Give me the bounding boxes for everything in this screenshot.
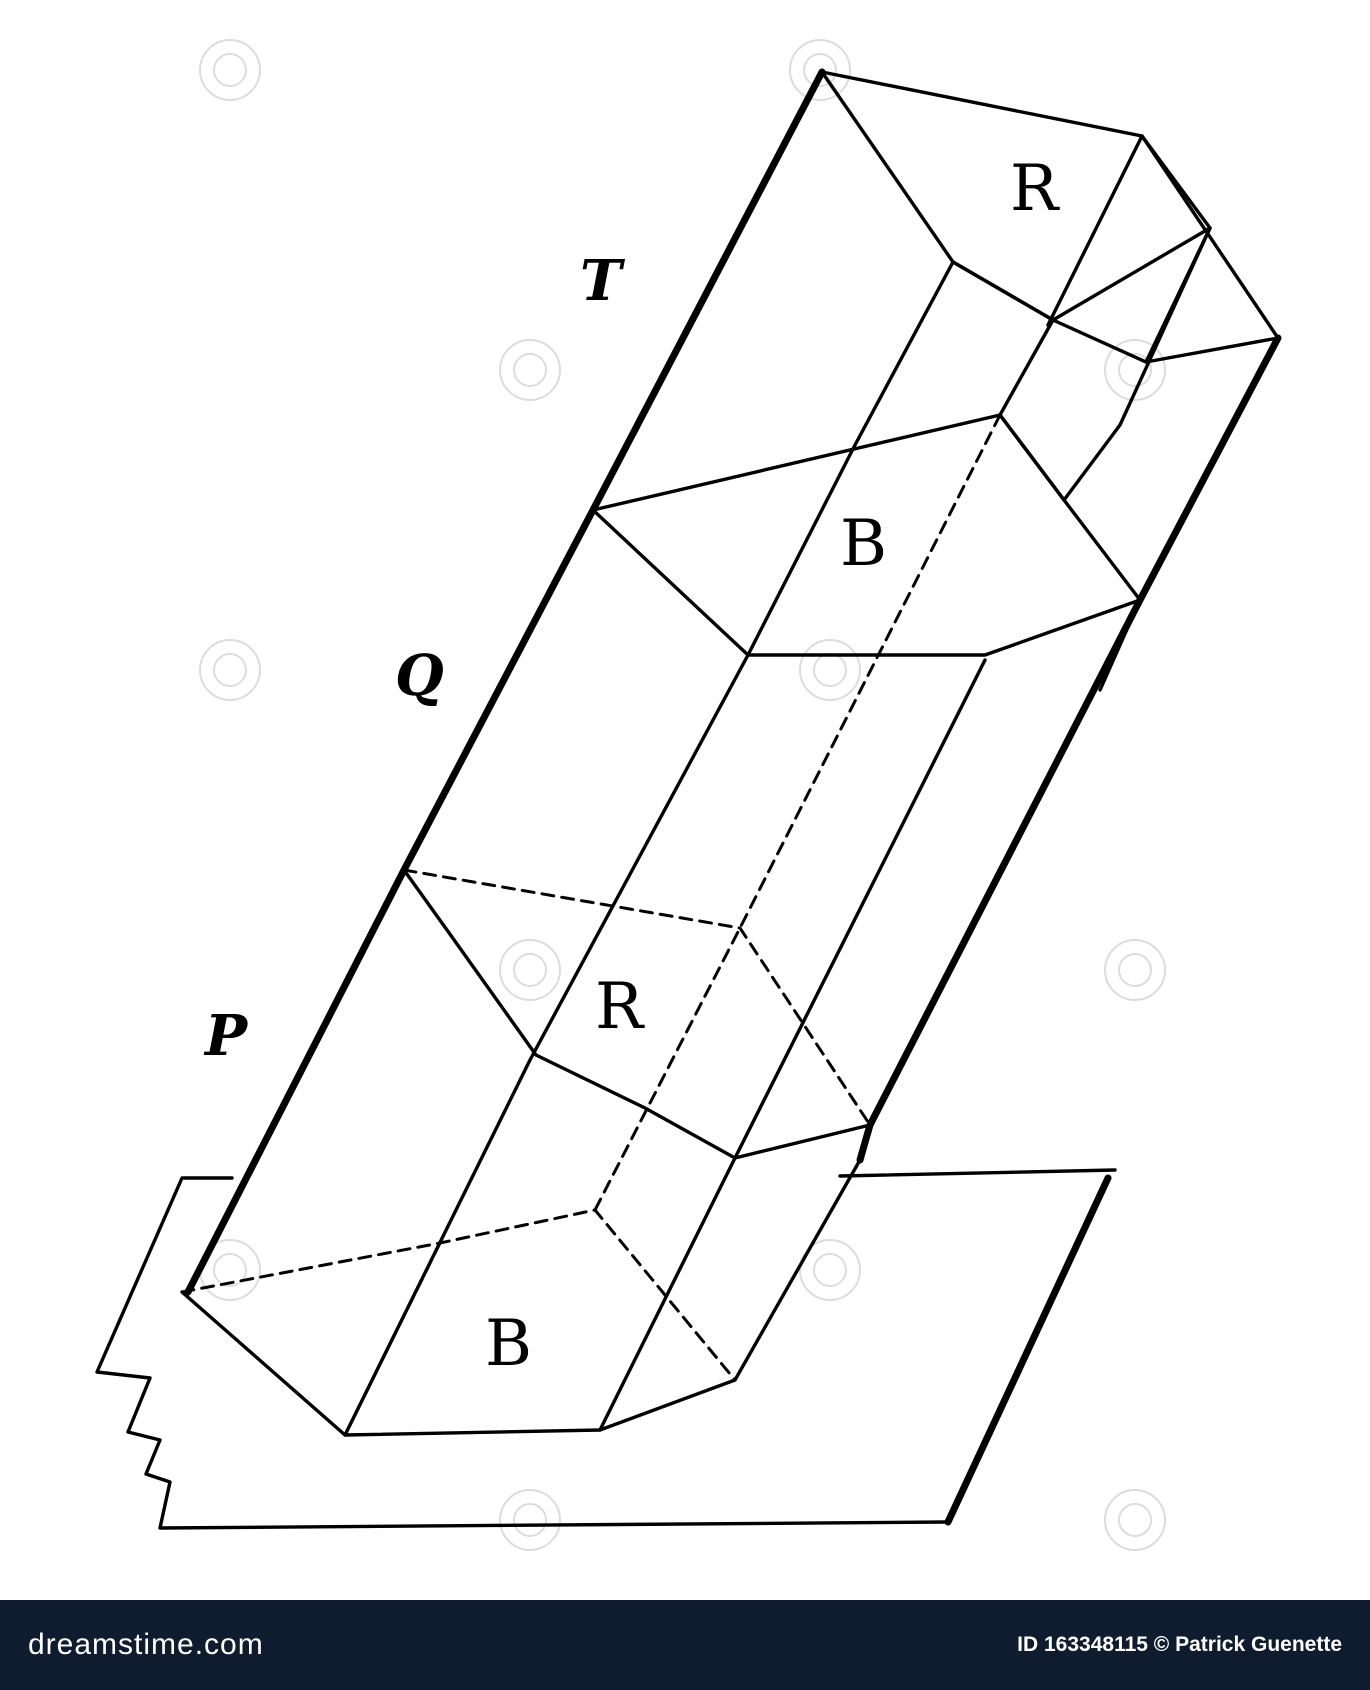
base-plate bbox=[95, 1176, 950, 1530]
label-face-lower-r: R bbox=[595, 970, 645, 1044]
upper-band-top bbox=[591, 413, 1002, 512]
label-face-upper-b: B bbox=[840, 507, 887, 581]
upper-band-corner bbox=[998, 413, 1066, 502]
bottom-face-dashed-mid bbox=[343, 1241, 442, 1437]
hidden-axis bbox=[593, 413, 1002, 1212]
prism-edge-1 bbox=[343, 260, 955, 1437]
lower-band-face bbox=[402, 868, 872, 1160]
watermark-pattern bbox=[199, 39, 1166, 1551]
prism-edge-4 bbox=[1062, 226, 1212, 502]
crystal-prism-diagram: R B R B T Q P bbox=[95, 39, 1282, 1551]
label-face-bottom-b: B bbox=[485, 1307, 532, 1381]
base-plate-back-edge bbox=[838, 1168, 1117, 1178]
prism-edge-3 bbox=[1046, 134, 1144, 327]
footer-image-credit: ID 163348115 © Patrick Guenette bbox=[1017, 1633, 1342, 1656]
lower-band-dashed-top bbox=[402, 868, 872, 1127]
footer-brand-logo: dreamstime.com bbox=[28, 1628, 264, 1661]
label-edge-t: T bbox=[580, 248, 626, 314]
upper-band-face bbox=[591, 508, 1142, 657]
stock-footer-bar: dreamstime.com ID 163348115 © Patrick Gu… bbox=[0, 1600, 1370, 1690]
prism-left-upper-thin bbox=[402, 508, 595, 872]
bottom-face-outline bbox=[180, 1158, 862, 1437]
bottom-face-dashed bbox=[180, 1208, 737, 1382]
prism-right-edge bbox=[856, 334, 1282, 1164]
base-plate-front-edge bbox=[944, 1174, 1112, 1526]
label-edge-p: P bbox=[203, 1003, 249, 1069]
prism-right-inner-edge bbox=[598, 658, 987, 1432]
label-edge-q: Q bbox=[395, 643, 444, 709]
label-face-top-r: R bbox=[1010, 152, 1060, 226]
